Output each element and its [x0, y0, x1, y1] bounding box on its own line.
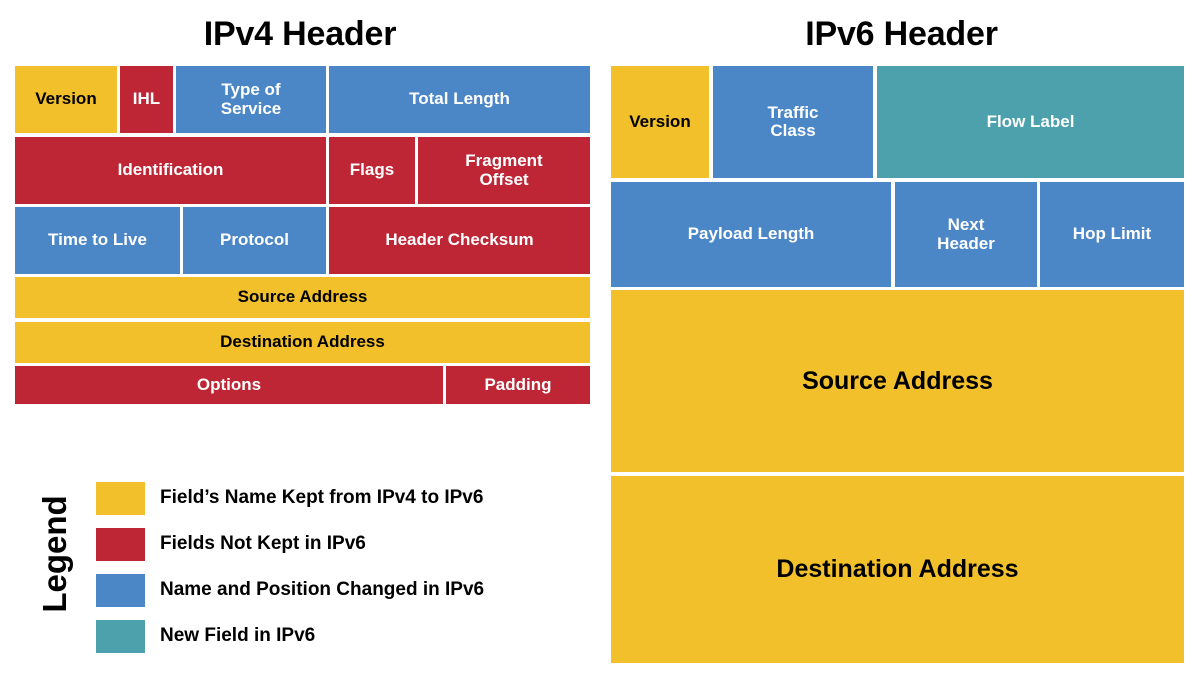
ipv4-field-time-to-live: Time to Live — [15, 207, 180, 274]
ipv4-field-options: Options — [15, 366, 443, 404]
legend-swatch-icon — [96, 527, 145, 561]
ipv6-field-hop-limit: Hop Limit — [1040, 182, 1184, 287]
ipv6-field-version: Version — [611, 66, 709, 178]
legend-swatch-icon — [96, 619, 145, 653]
ipv4-field-destination-address: Destination Address — [15, 322, 590, 363]
legend-item-label: New Field in IPv6 — [160, 625, 316, 646]
legend-item-changed: Name and Position Changed in IPv6 — [96, 572, 484, 608]
legend-item-label: Fields Not Kept in IPv6 — [160, 533, 366, 554]
ipv6-title: IPv6 Header — [805, 15, 998, 53]
ipv6-field-flow-label: Flow Label — [877, 66, 1184, 178]
legend-swatch-icon — [96, 573, 145, 607]
ipv4-field-version: Version — [15, 66, 117, 133]
ipv4-field-header-checksum: Header Checksum — [329, 207, 590, 274]
legend-title: Legend — [36, 495, 73, 613]
ipv4-field-source-address: Source Address — [15, 277, 590, 318]
legend-swatch-icon — [96, 481, 145, 515]
ipv6-field-destination-address: Destination Address — [611, 476, 1184, 663]
legend-item-label: Name and Position Changed in IPv6 — [160, 579, 485, 600]
legend: Legend Field’s Name Kept from IPv4 to IP… — [14, 470, 584, 653]
ipv4-field-identification: Identification — [15, 137, 326, 204]
legend-item-new: New Field in IPv6 — [96, 618, 315, 654]
ipv4-title: IPv4 Header — [203, 15, 397, 53]
ipv4-field-ihl: IHL — [120, 66, 173, 133]
ipv4-field-flags: Flags — [329, 137, 415, 204]
legend-item-not-kept: Fields Not Kept in IPv6 — [96, 526, 366, 562]
ipv6-field-payload-length: Payload Length — [611, 182, 891, 287]
ipv6-field-source-address: Source Address — [611, 290, 1184, 472]
legend-item-label: Field’s Name Kept from IPv4 to IPv6 — [160, 487, 484, 508]
ipv4-field-padding: Padding — [446, 366, 590, 404]
ipv4-field-total-length: Total Length — [329, 66, 590, 133]
ipv4-field-protocol: Protocol — [183, 207, 326, 274]
legend-item-kept: Field’s Name Kept from IPv4 to IPv6 — [96, 480, 483, 516]
